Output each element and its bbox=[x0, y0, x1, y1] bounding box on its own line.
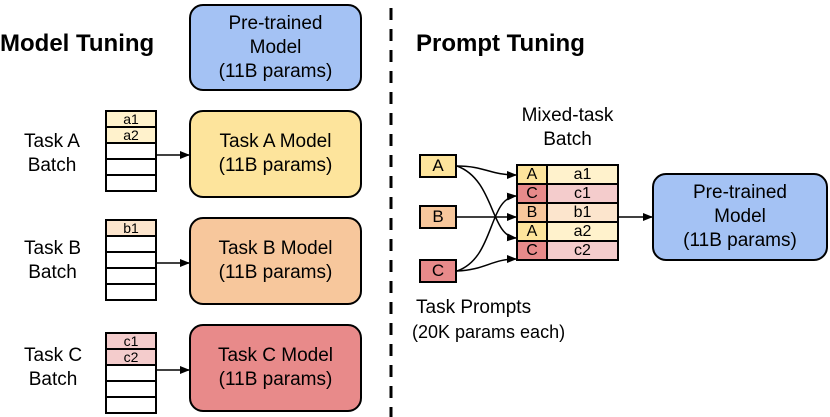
left-pretrained-line3: (11B params) bbox=[218, 60, 333, 82]
left-pretrained-line1: Pre-trained bbox=[228, 12, 323, 34]
batch-a-row: a1 bbox=[107, 112, 155, 128]
mixed-row-task: A bbox=[518, 223, 548, 240]
mixed-row-task: C bbox=[518, 185, 548, 202]
task-c-batch-word: Batch bbox=[28, 369, 78, 390]
task-b-batch-word: Batch bbox=[28, 262, 77, 283]
batch-a-row bbox=[107, 176, 155, 190]
task-b-model-box: Task B Model (11B params) bbox=[189, 217, 362, 305]
left-pretrained-model-box: Pre-trained Model (11B params) bbox=[189, 4, 362, 91]
right-pretrained-line1: Pre-trained bbox=[693, 182, 787, 203]
task-b-batch-stack: b1 bbox=[105, 219, 157, 301]
task-b-model-params: (11B params) bbox=[218, 262, 333, 283]
batch-c-row bbox=[107, 366, 155, 382]
task-a-batch-stack: a1 a2 bbox=[105, 110, 157, 192]
task-a-model-title: Task A Model bbox=[219, 131, 332, 152]
mixed-row-example: c2 bbox=[548, 242, 617, 259]
batch-a-row: a2 bbox=[107, 128, 155, 144]
batch-a-row bbox=[107, 144, 155, 160]
task-prompts-title: Task Prompts bbox=[416, 297, 532, 318]
batch-c-row bbox=[107, 398, 155, 412]
mixed-row-task: A bbox=[518, 166, 548, 183]
mixed-row-example: a1 bbox=[548, 166, 617, 183]
model-tuning-heading: Model Tuning bbox=[0, 30, 155, 57]
mixed-row: B b1 bbox=[518, 204, 617, 223]
mixed-row: A a1 bbox=[518, 166, 617, 185]
right-pretrained-line3: (11B params) bbox=[683, 230, 797, 251]
mixed-title-line1: Mixed-task bbox=[521, 105, 614, 126]
prompt-tuning-heading: Prompt Tuning bbox=[416, 30, 585, 57]
task-c-model-title: Task C Model bbox=[217, 345, 334, 366]
curve-a-to-a1 bbox=[456, 165, 517, 179]
task-c-batch-label: Task C Batch bbox=[24, 344, 82, 392]
task-b-model-title: Task B Model bbox=[218, 238, 333, 259]
mixed-row: C c2 bbox=[518, 242, 617, 259]
batch-b-row bbox=[107, 269, 155, 285]
mixed-row-task: B bbox=[518, 204, 548, 221]
batch-b-row bbox=[107, 237, 155, 253]
mixed-row: C c1 bbox=[518, 185, 617, 204]
task-prompt-a: A bbox=[419, 154, 457, 178]
curve-a-to-a2 bbox=[456, 165, 517, 242]
batch-c-row: c2 bbox=[107, 350, 155, 366]
task-prompt-c: C bbox=[419, 259, 457, 283]
curve-c-to-c1 bbox=[456, 192, 517, 272]
task-prompts-subtitle: (20K params each) bbox=[412, 322, 566, 342]
task-a-model-params: (11B params) bbox=[218, 155, 333, 176]
batch-c-row bbox=[107, 382, 155, 398]
mixed-row-example: a2 bbox=[548, 223, 617, 240]
mixed-task-batch-title: Mixed-task Batch bbox=[505, 104, 630, 152]
task-c-model-params: (11B params) bbox=[218, 369, 333, 390]
batch-b-row bbox=[107, 253, 155, 269]
mixed-row: A a2 bbox=[518, 223, 617, 242]
task-a-batch-word: Batch bbox=[27, 155, 77, 176]
task-c-label: Task C bbox=[24, 345, 83, 366]
mixed-task-batch-table: A a1 C c1 B b1 A a2 C c2 bbox=[516, 164, 619, 261]
task-prompt-b: B bbox=[419, 205, 457, 229]
right-pretrained-line2: Model bbox=[714, 206, 766, 227]
batch-b-row: b1 bbox=[107, 221, 155, 237]
batch-b-row bbox=[107, 285, 155, 299]
task-a-model-box: Task A Model (11B params) bbox=[189, 110, 362, 198]
mixed-row-example: c1 bbox=[548, 185, 617, 202]
right-pretrained-model-box: Pre-trained Model (11B params) bbox=[652, 173, 828, 261]
task-b-label: Task B bbox=[24, 238, 82, 259]
task-c-model-box: Task C Model (11B params) bbox=[189, 324, 362, 412]
batch-a-row bbox=[107, 160, 155, 176]
mixed-title-line2: Batch bbox=[543, 129, 592, 150]
task-b-batch-label: Task B Batch bbox=[24, 237, 81, 285]
task-c-batch-stack: c1 c2 bbox=[105, 332, 157, 414]
task-a-batch-label: Task A Batch bbox=[24, 130, 80, 178]
batch-c-row: c1 bbox=[107, 334, 155, 350]
curve-c-to-c2 bbox=[456, 255, 517, 272]
mixed-row-example: b1 bbox=[548, 204, 617, 221]
mixed-row-task: C bbox=[518, 242, 548, 259]
left-pretrained-line2: Model bbox=[249, 36, 302, 58]
task-a-label: Task A bbox=[24, 131, 80, 152]
